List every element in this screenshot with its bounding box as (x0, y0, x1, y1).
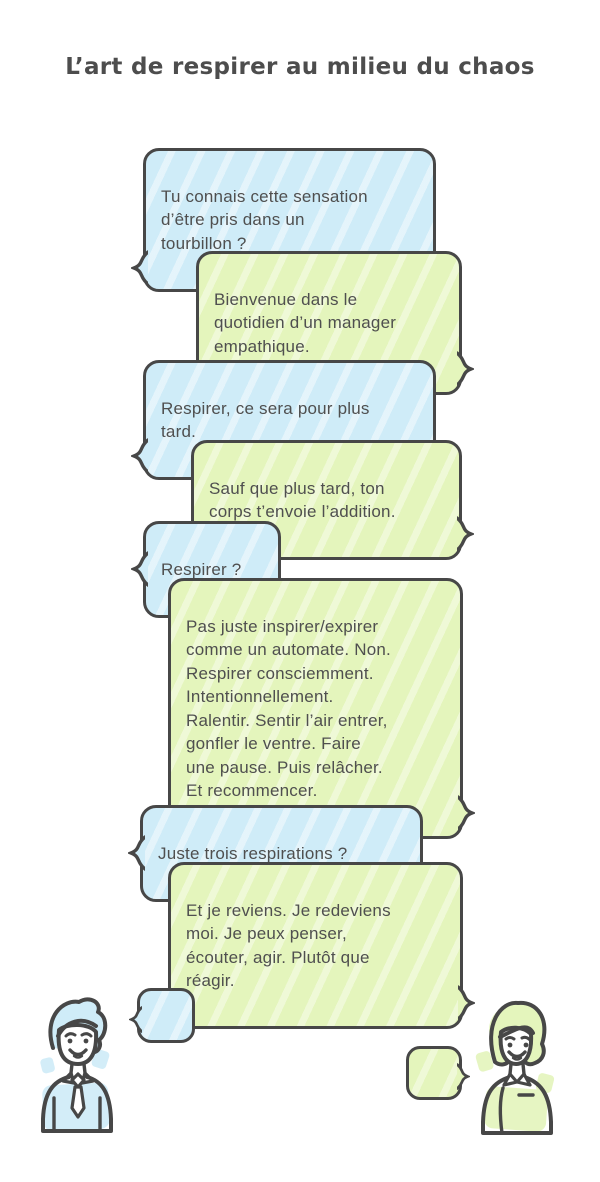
chat-bubble-text: Sauf que plus tard, ton corps t’envoie l… (209, 478, 396, 522)
bubble-tail-left-icon (128, 835, 145, 871)
bubble-tail-right-icon (458, 795, 475, 831)
bubble-tail-left-icon (131, 249, 148, 286)
empty-speech-bubble-woman (406, 1046, 470, 1100)
chat-bubble-text: Respirer ? (161, 559, 242, 579)
bubble-tail-right-icon (457, 350, 474, 387)
empty-speech-bubble-man (129, 988, 195, 1043)
bubble-tail-left-icon (131, 551, 148, 587)
chat-bubble-text: Pas juste inspirer/expirer comme un auto… (186, 616, 391, 801)
chat-bubble-text: Tu connais cette sensation d’être pris d… (161, 186, 368, 253)
chat-bubble-left-1: Tu connais cette sensation d’être pris d… (131, 148, 436, 292)
bubble-tail-left-icon (129, 1006, 142, 1033)
bubble-tail-right-icon (457, 1063, 470, 1090)
bubble-tail-right-icon (458, 985, 475, 1021)
chat-bubble-right-4: Et je reviens. Je redeviens moi. Je peux… (168, 862, 475, 1029)
bubble-tail-right-icon (457, 516, 474, 552)
chat-bubble-right-3: Pas juste inspirer/expirer comme un auto… (168, 578, 475, 839)
page-title: L’art de respirer au milieu du chaos (65, 54, 535, 80)
chat-bubble-text: Juste trois respirations ? (158, 843, 348, 863)
man-avatar (40, 997, 113, 1133)
chat-bubble-text: Bienvenue dans le quotidien d’un manager… (214, 289, 397, 356)
woman-avatar (475, 1000, 555, 1135)
bubble-tail-left-icon (131, 438, 148, 474)
chat-bubble-text: Respirer, ce sera pour plus tard. (161, 398, 370, 442)
chat-bubble-text: Et je reviens. Je redeviens moi. Je peux… (186, 900, 391, 991)
